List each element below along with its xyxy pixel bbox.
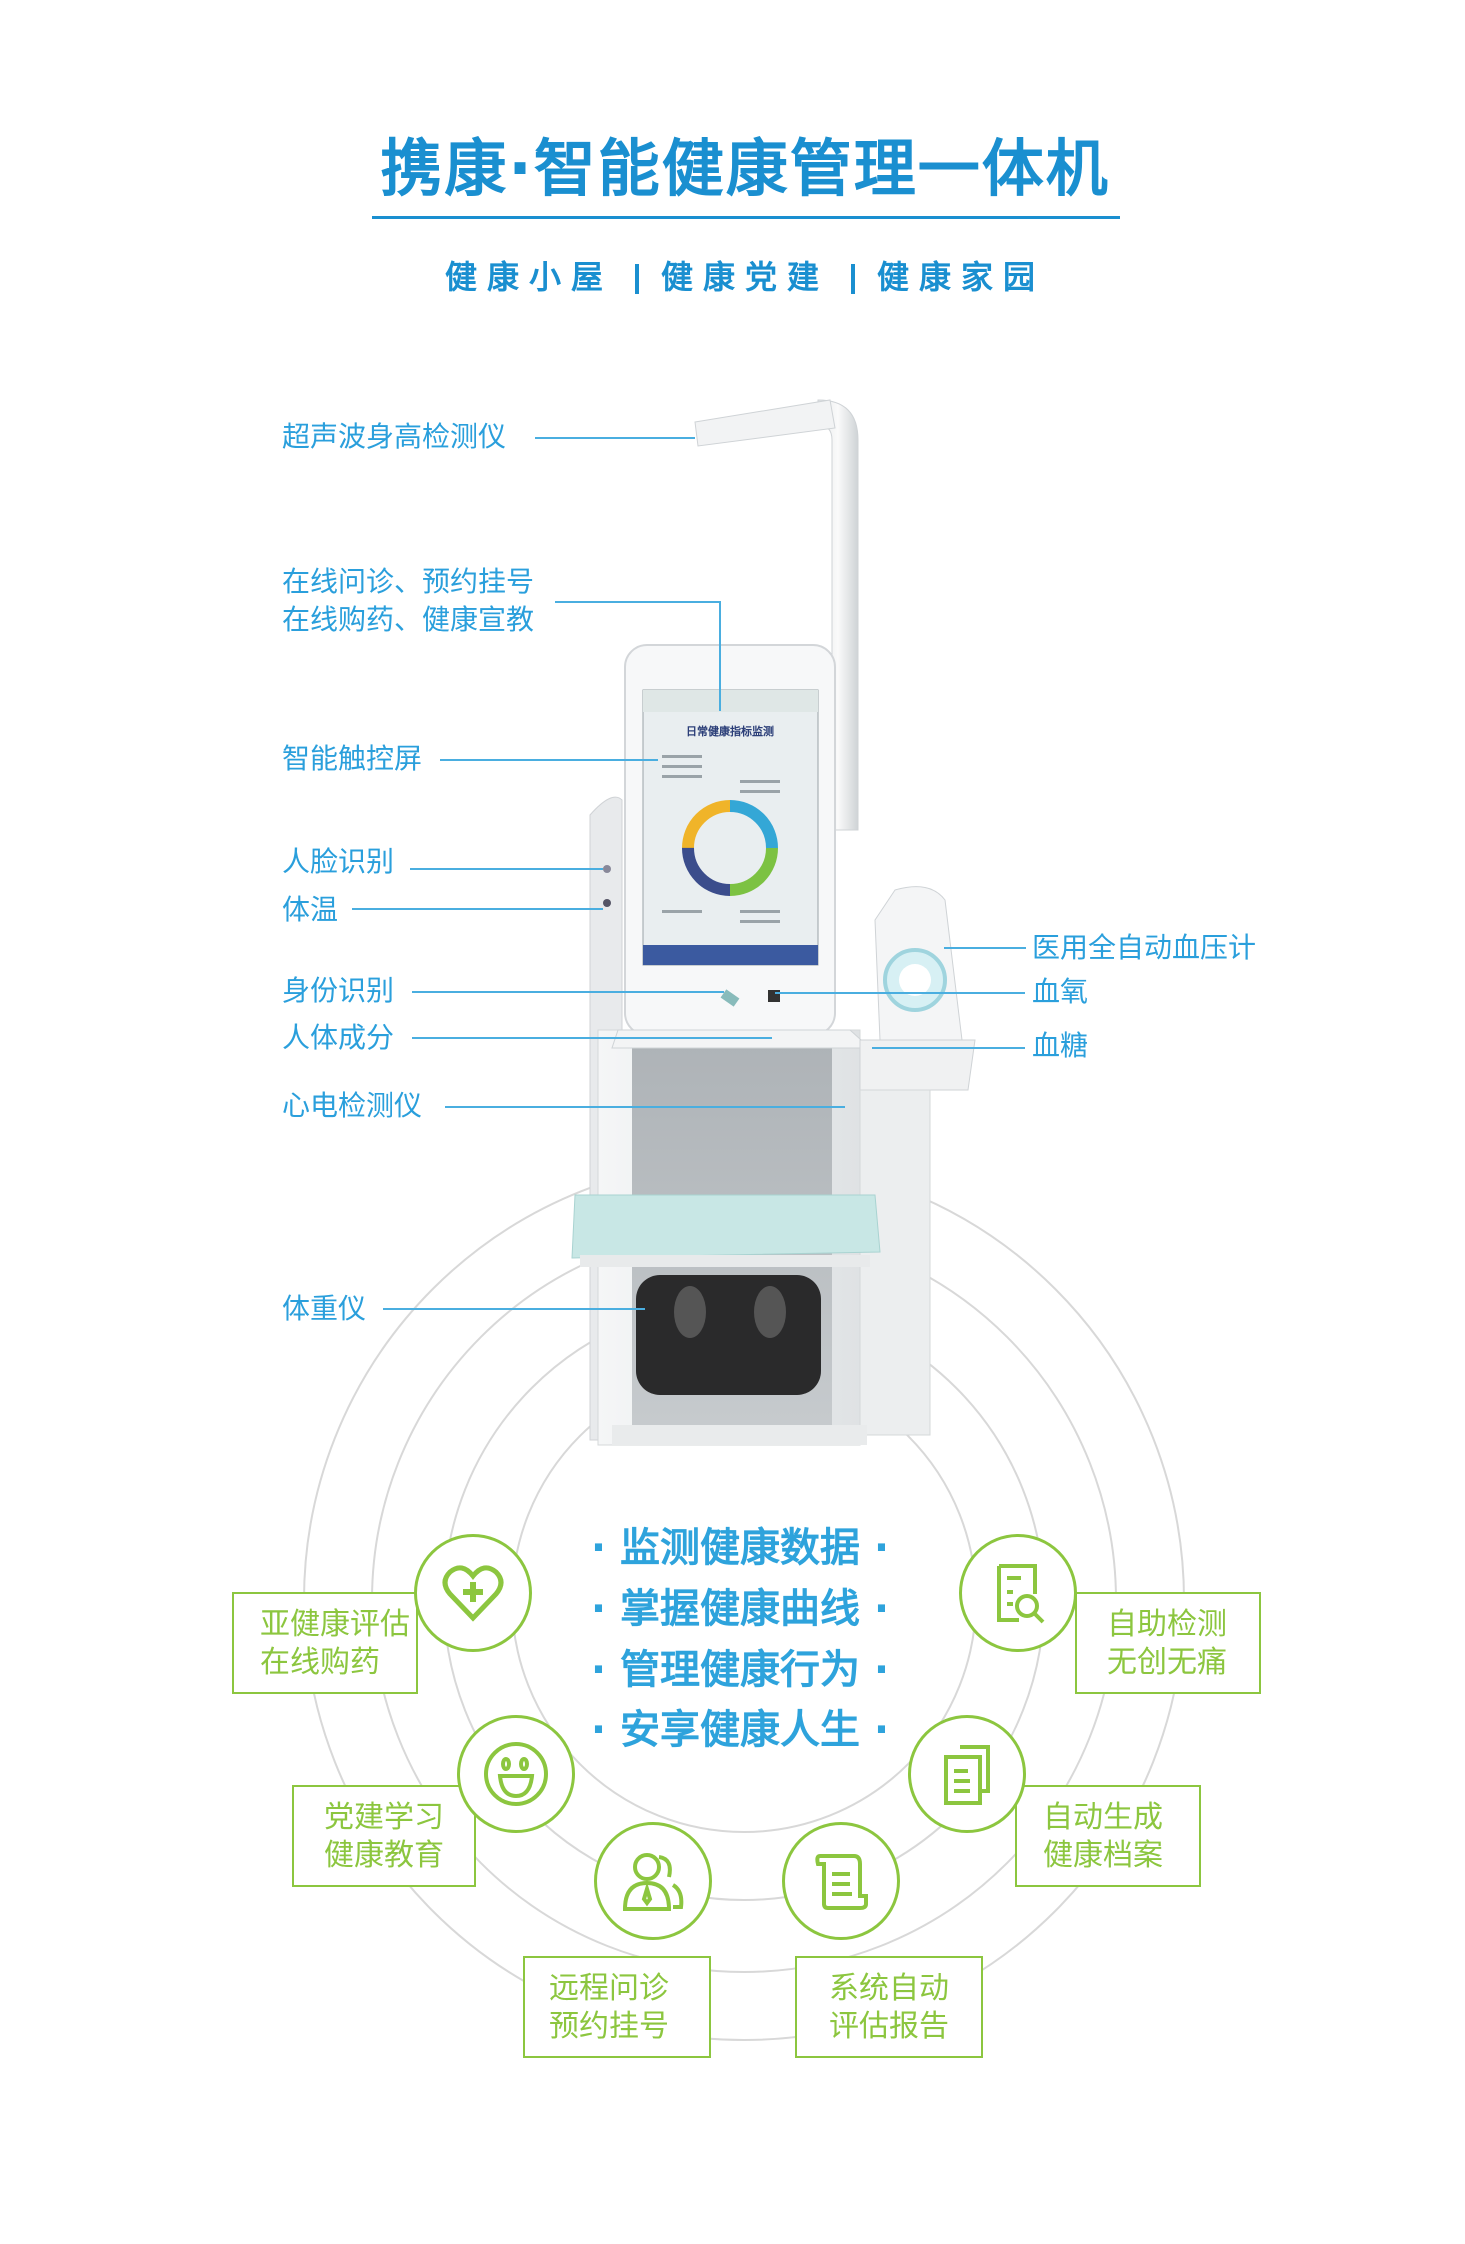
slogan-text: 安享健康人生	[620, 1707, 860, 1753]
label-height-meter: 超声波身高检测仪	[282, 420, 507, 453]
feature-box: 系统自动评估报告	[795, 1956, 983, 2058]
label-ecg: 心电检测仪	[282, 1089, 423, 1122]
weight-scale-platform	[636, 1275, 821, 1395]
screen-donut-chart	[682, 800, 778, 896]
feature-box: 党建学习健康教育	[292, 1785, 476, 1887]
divider	[634, 264, 639, 294]
leader-line	[555, 601, 720, 603]
label-temperature: 体温	[282, 893, 339, 926]
leader-line	[445, 1106, 845, 1108]
seat-cushion	[571, 1194, 881, 1259]
label-id-recognition: 身份识别	[282, 974, 395, 1007]
leader-line	[412, 1037, 772, 1039]
leader-line	[719, 601, 721, 711]
slogan: · 安享健康人生 ·	[590, 1707, 890, 1753]
documents-icon	[908, 1715, 1026, 1833]
label-blood-sugar: 血糖	[1032, 1029, 1089, 1062]
footprint-icon	[674, 1286, 706, 1338]
subtitle-item: 健康小屋	[444, 258, 613, 296]
label-blood-pressure: 医用全自动血压计	[1032, 931, 1257, 964]
feature-box: 自助检测无创无痛	[1075, 1592, 1261, 1694]
title-underline	[372, 216, 1120, 219]
temperature-sensor	[603, 899, 611, 907]
label-body-composition: 人体成分	[282, 1021, 395, 1054]
footprint-icon	[754, 1286, 786, 1338]
divider	[851, 264, 855, 294]
page-title: 携康·智能健康管理一体机	[380, 132, 1110, 205]
subtitle-item: 健康家园	[877, 258, 1046, 296]
label-online-services: 在线问诊、预约挂号	[282, 565, 535, 598]
feature-text: 党建学习健康教育	[324, 1800, 444, 1873]
slogan: · 监测健康数据 ·	[590, 1525, 890, 1571]
id-card-reader	[720, 989, 740, 1007]
leader-line	[872, 1047, 1025, 1049]
touch-screen-display	[642, 689, 819, 966]
side-column	[859, 1089, 931, 1436]
document-search-icon	[959, 1534, 1077, 1652]
leader-line	[412, 991, 724, 993]
feature-text: 远程问诊预约挂号	[549, 1971, 669, 2044]
screen-heading: 日常健康指标监测	[686, 724, 774, 738]
leader-line	[535, 437, 695, 439]
slogan: · 掌握健康曲线 ·	[590, 1586, 890, 1632]
seat-front	[580, 1255, 870, 1267]
scroll-icon	[782, 1822, 900, 1940]
ultrasonic-sensor-arm	[694, 399, 836, 447]
leader-line	[944, 947, 1026, 949]
feature-box: 远程问诊预约挂号	[523, 1956, 711, 2058]
label-blood-oxygen: 血氧	[1032, 975, 1089, 1008]
subtitle-item: 健康党建	[660, 258, 829, 296]
face-recognition-camera	[603, 865, 611, 873]
side-shelf	[859, 1039, 976, 1091]
feature-text: 自助检测无创无痛	[1107, 1607, 1227, 1680]
slogan-text: 掌握健康曲线	[620, 1586, 860, 1632]
feature-text: 亚健康评估在线购药	[260, 1607, 410, 1680]
subtitle: 健康小屋 健康党建 健康家园	[0, 252, 1465, 298]
leader-line	[775, 992, 1025, 994]
label-online-services: 在线购药、健康宣教	[282, 603, 535, 636]
leader-line	[410, 868, 603, 870]
label-weight-scale: 体重仪	[282, 1292, 367, 1325]
body-composition-handle	[611, 1029, 872, 1049]
slogan: · 管理健康行为 ·	[590, 1647, 890, 1693]
people-icon	[594, 1822, 712, 1940]
slogan-text: 管理健康行为	[620, 1647, 860, 1693]
label-touch-screen: 智能触控屏	[282, 742, 423, 775]
feature-text: 自动生成健康档案	[1043, 1800, 1163, 1873]
heart-plus-icon	[414, 1534, 532, 1652]
smiley-icon	[457, 1715, 575, 1833]
feature-box: 自动生成健康档案	[1015, 1785, 1201, 1887]
leader-line	[352, 908, 603, 910]
leader-line	[440, 759, 658, 761]
feature-text: 系统自动评估报告	[829, 1971, 949, 2044]
feature-box: 亚健康评估在线购药	[232, 1592, 418, 1694]
slogan-text: 监测健康数据	[620, 1525, 860, 1571]
leader-line	[383, 1308, 645, 1310]
label-face-recognition: 人脸识别	[282, 845, 395, 878]
